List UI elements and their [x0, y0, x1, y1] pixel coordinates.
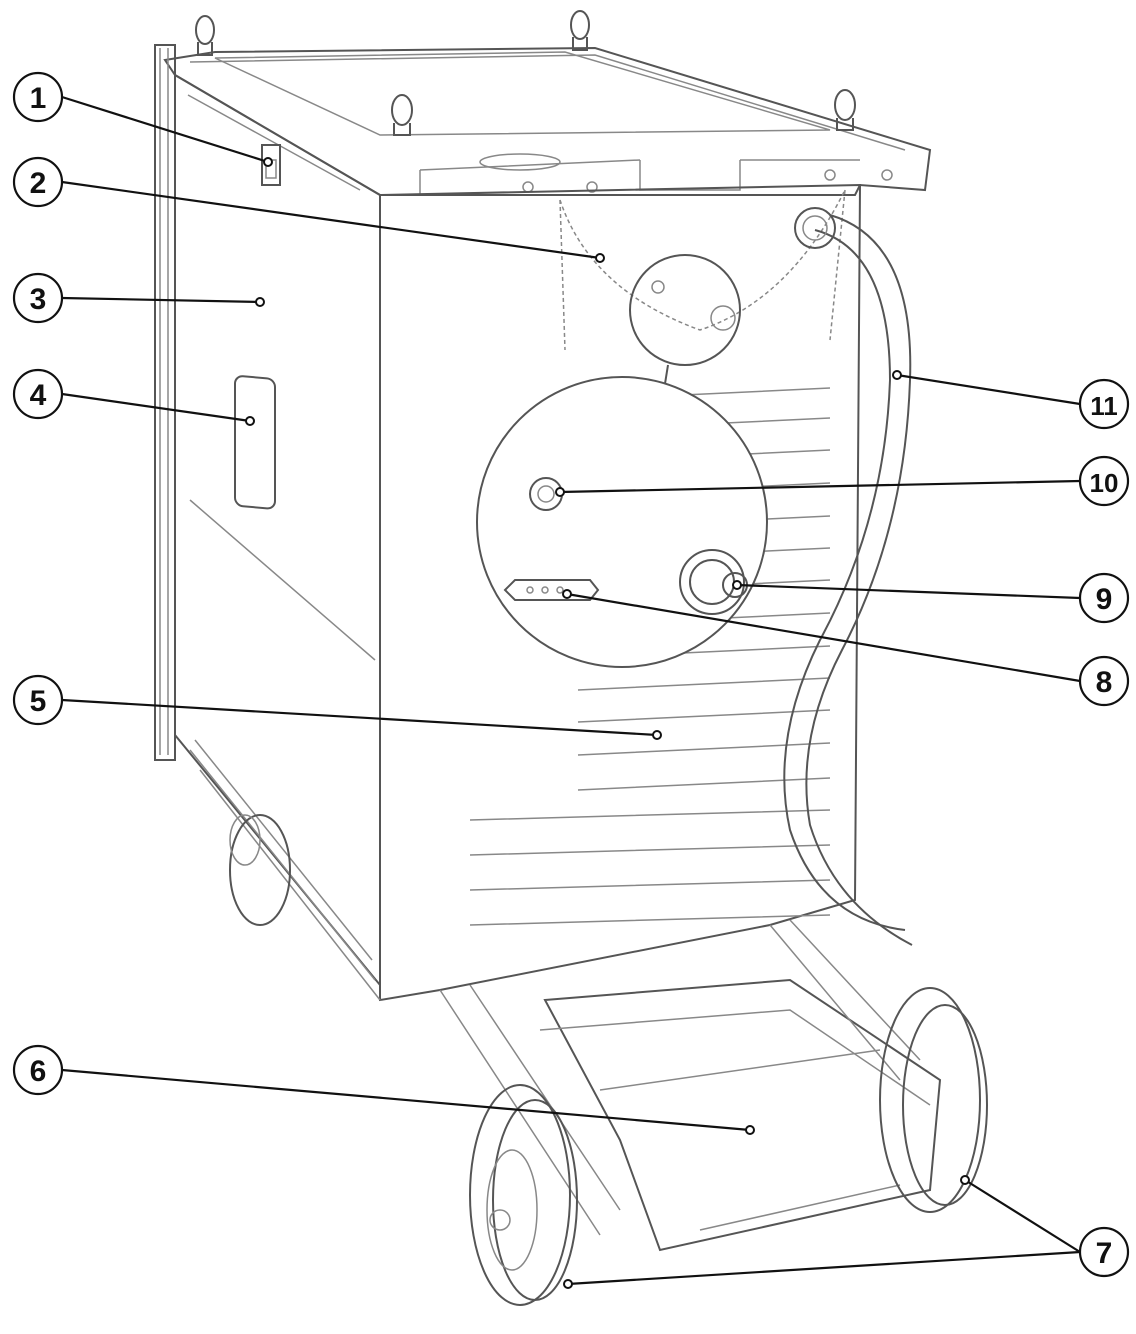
connector-detail-view: [476, 376, 768, 668]
callout-5-label: 5: [30, 685, 47, 718]
callout-4: 4: [12, 368, 64, 420]
callout-8: 8: [1078, 655, 1130, 707]
lifting-eye: [834, 89, 856, 131]
callout-7: 7: [1078, 1226, 1130, 1278]
callout-9-label: 9: [1096, 583, 1113, 616]
machine-illustration: [154, 10, 988, 1306]
lifting-eye: [570, 10, 590, 51]
callout-8-label: 8: [1096, 666, 1113, 699]
wheel-rear: [229, 814, 291, 926]
wheel-left: [469, 1084, 578, 1306]
callout-1-label: 1: [30, 82, 47, 115]
callout-11: 11: [1078, 378, 1130, 430]
lifting-eye: [391, 94, 413, 136]
wheel-right: [879, 987, 988, 1213]
leader-endpoints: [245, 157, 970, 1289]
callout-2-label: 2: [30, 167, 47, 200]
callout-3: 3: [12, 272, 64, 324]
callout-3-label: 3: [30, 283, 47, 316]
callout-2: 2: [12, 156, 64, 208]
callout-10: 10: [1078, 455, 1130, 507]
callout-7-label: 7: [1096, 1237, 1113, 1270]
callout-10-label: 10: [1090, 468, 1119, 498]
callout-1: 1: [12, 71, 64, 123]
callout-9: 9: [1078, 572, 1130, 624]
callout-11-label: 11: [1090, 391, 1118, 421]
callout-4-label: 4: [30, 379, 47, 412]
leader-lines: [61, 95, 1081, 1286]
lifting-eye: [195, 15, 215, 56]
callout-6-label: 6: [30, 1055, 47, 1088]
callout-5: 5: [12, 674, 64, 726]
callout-6: 6: [12, 1044, 64, 1096]
